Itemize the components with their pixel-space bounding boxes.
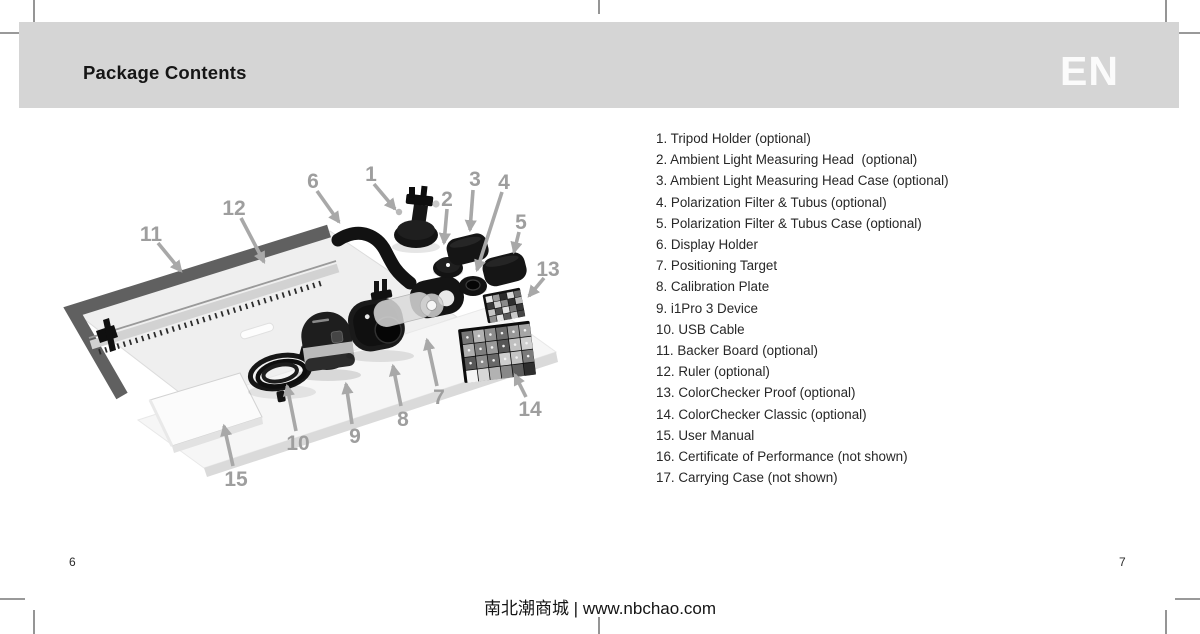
- parts-list-item: 6. Display Holder: [656, 237, 758, 253]
- part-number-7: 7: [433, 386, 445, 409]
- part-number-4: 4: [498, 171, 510, 194]
- ambient-light-head-case: [446, 233, 489, 266]
- parts-list-item: 16. Certificate of Performance (not show…: [656, 449, 908, 465]
- positioning-target: [370, 279, 444, 327]
- part-number-6: 6: [307, 170, 319, 193]
- calibration-plate: [346, 297, 414, 362]
- left-page-number: 6: [69, 555, 76, 569]
- parts-list-item: 10. USB Cable: [656, 321, 745, 337]
- tripod-holder: [392, 185, 440, 253]
- parts-list-item: 17. Carrying Case (not shown): [656, 470, 838, 486]
- parts-list-item: 15. User Manual: [656, 427, 755, 443]
- colorchecker-proof: [482, 287, 526, 324]
- parts-list-item: 2. Ambient Light Measuring Head (optiona…: [656, 152, 918, 168]
- ambient-light-head: [433, 257, 463, 278]
- callout-arrows: [156, 182, 546, 467]
- backer-board: [63, 224, 459, 411]
- part-number-3: 3: [469, 168, 481, 191]
- part-number-1: 1: [365, 163, 377, 186]
- part-number-14: 14: [518, 398, 542, 421]
- polarization-filter: [459, 276, 487, 296]
- parts-list-item: 5. Polarization Filter & Tubus Case (opt…: [656, 215, 922, 231]
- header-band: Package Contents EN: [19, 22, 1179, 108]
- parts-list-item: 8. Calibration Plate: [656, 279, 770, 295]
- parts-list-item: 9. i1Pro 3 Device: [656, 300, 758, 316]
- polarization-filter-case: [482, 252, 527, 287]
- part-number-9: 9: [349, 425, 361, 448]
- i1pro3-device: [295, 311, 361, 381]
- page-title: Package Contents: [83, 62, 247, 83]
- part-number-11: 11: [140, 223, 163, 246]
- colorchecker-classic: [458, 320, 536, 383]
- parts-list-item: 4. Polarization Filter & Tubus (optional…: [656, 194, 887, 210]
- usb-cable: [247, 340, 316, 403]
- user-manual: [148, 372, 263, 453]
- parts-list-item: 1. Tripod Holder (optional): [656, 131, 811, 146]
- parts-list-item: 11. Backer Board (optional): [656, 343, 819, 359]
- packaging-slab: [136, 305, 558, 477]
- part-number-8: 8: [397, 408, 409, 431]
- parts-list-item: 3. Ambient Light Measuring Head Case (op…: [656, 173, 949, 189]
- parts-list-item: 12. Ruler (optional): [656, 364, 770, 380]
- board-handle-slot: [240, 322, 274, 340]
- parts-list-item: 13. ColorChecker Proof (optional): [656, 385, 856, 401]
- ruler: [88, 260, 340, 355]
- right-page-number: 7: [1119, 555, 1126, 569]
- part-number-2: 2: [441, 188, 453, 211]
- parts-list: 1. Tripod Holder (optional) 2. Ambient L…: [656, 128, 986, 488]
- part-number-12: 12: [222, 197, 245, 220]
- parts-list-item: 7. Positioning Target: [656, 258, 778, 274]
- language-badge: EN: [1060, 48, 1119, 94]
- part-number-5: 5: [515, 211, 527, 234]
- part-number-15: 15: [224, 468, 248, 491]
- parts-list-item: 14. ColorChecker Classic (optional): [656, 406, 867, 422]
- watermark: 南北潮商城 | www.nbchao.com: [483, 599, 717, 618]
- part-number-10: 10: [286, 432, 309, 455]
- part-number-13: 13: [536, 258, 559, 281]
- package-contents-illustration: 1 2 3 4 5 6 7 8 9 10 11 12 13 14 15: [63, 163, 560, 491]
- display-holder: [331, 226, 465, 319]
